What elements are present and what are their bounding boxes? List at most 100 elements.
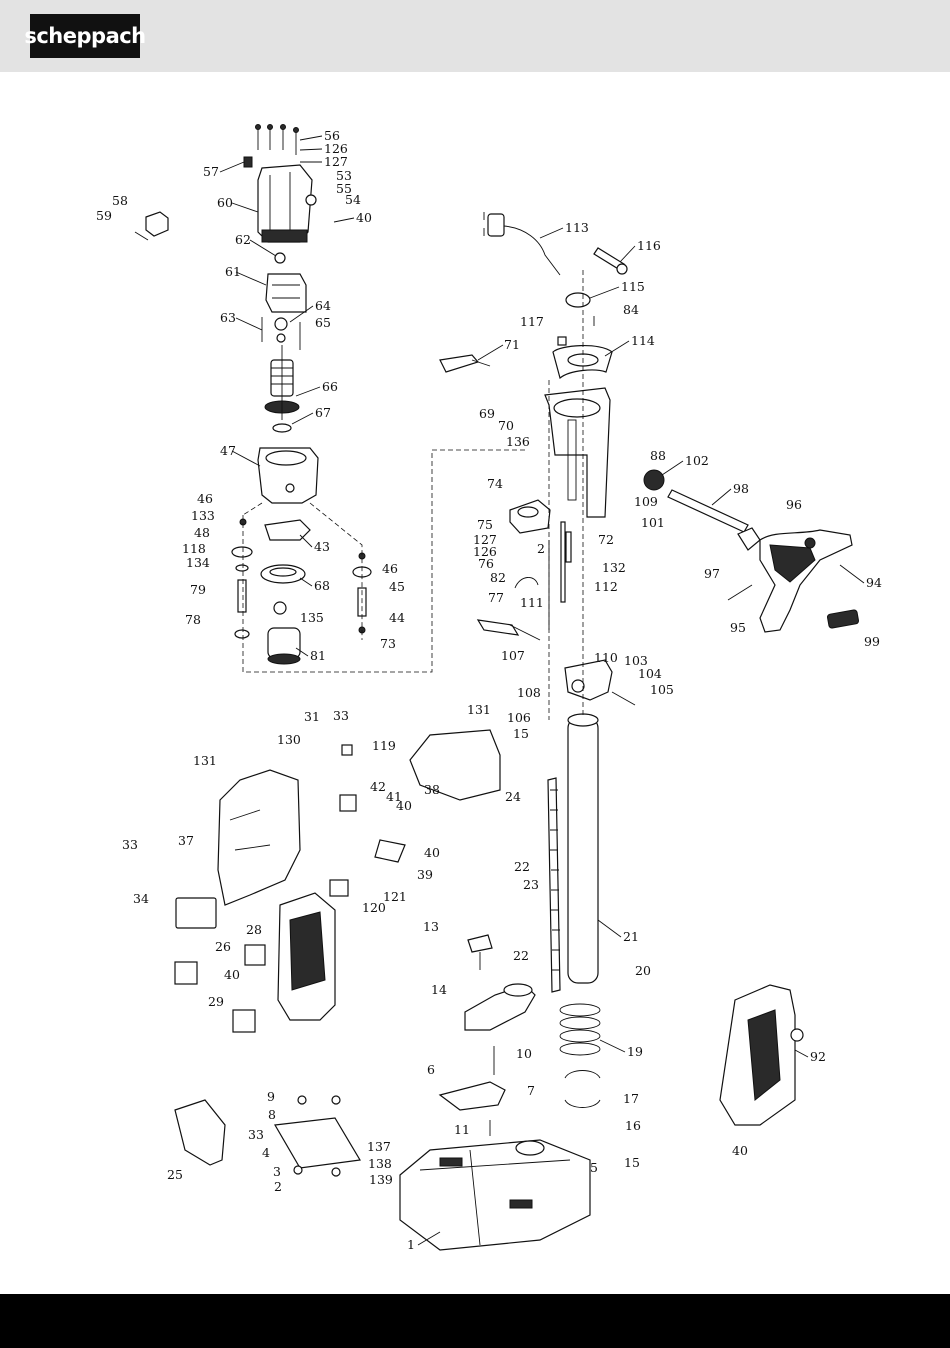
label-108: 108 [517,685,541,700]
label-39: 39 [417,867,433,882]
label-26: 26 [215,939,231,954]
label-135: 135 [300,610,324,625]
label-2: 2 [537,541,545,556]
label-38: 38 [424,782,440,797]
label-81: 81 [310,648,326,663]
label-5: 5 [590,1160,598,1175]
footer-bar [0,1294,950,1348]
label-67: 67 [315,405,331,420]
label-121: 121 [383,889,407,904]
callout-labels: 56 126 127 57 53 55 54 40 60 58 59 62 61… [96,128,882,1252]
label-33: 33 [333,708,349,723]
label-19: 19 [627,1044,643,1059]
label-59: 59 [96,208,112,223]
label-25: 25 [167,1167,183,1182]
label-102: 102 [685,453,709,468]
scheppach-logo: scheppach [24,14,146,58]
label-79: 79 [190,582,206,597]
label-2b: 2 [274,1179,282,1194]
label-71: 71 [504,337,520,352]
label-22: 22 [514,859,530,874]
label-15b: 15 [624,1155,640,1170]
label-44: 44 [389,610,405,625]
label-70: 70 [498,418,514,433]
label-113: 113 [565,220,589,235]
label-131: 131 [467,702,491,717]
label-117: 117 [520,314,544,329]
label-20: 20 [635,963,651,978]
label-37: 37 [178,833,194,848]
label-3: 3 [273,1164,281,1179]
label-48: 48 [194,525,210,540]
label-13: 13 [423,919,439,934]
label-78: 78 [185,612,201,627]
label-22b: 22 [513,948,529,963]
label-41: 41 [386,789,402,804]
label-134: 134 [186,555,210,570]
label-47: 47 [220,443,236,458]
label-16: 16 [625,1118,641,1133]
label-139: 139 [369,1172,393,1187]
label-11: 11 [454,1122,470,1137]
label-95: 95 [730,620,746,635]
label-94: 94 [866,575,882,590]
label-40d: 40 [224,967,240,982]
label-88: 88 [650,448,666,463]
header-bar: scheppach [0,0,950,72]
label-57: 57 [203,164,219,179]
label-53: 53 [336,168,352,183]
label-106: 106 [507,710,531,725]
label-23: 23 [523,877,539,892]
label-66: 66 [322,379,338,394]
motor-assembly [134,124,525,673]
label-68: 68 [314,578,330,593]
label-40e: 40 [732,1143,748,1158]
label-31: 31 [304,709,320,724]
label-120: 120 [362,900,386,915]
label-103: 103 [624,653,648,668]
label-96: 96 [786,497,802,512]
label-115: 115 [621,279,645,294]
label-64: 64 [315,298,331,313]
label-76: 76 [478,556,494,571]
label-34: 34 [133,891,149,906]
label-6: 6 [427,1062,435,1077]
label-9: 9 [267,1089,275,1104]
label-99: 99 [864,634,880,649]
label-130: 130 [277,732,301,747]
label-107: 107 [501,648,525,663]
label-127b: 127 [473,532,497,547]
label-45: 45 [389,579,405,594]
label-109: 109 [634,494,658,509]
label-29: 29 [208,994,224,1009]
label-65: 65 [315,315,331,330]
label-42: 42 [370,779,386,794]
label-8: 8 [268,1107,276,1122]
label-114: 114 [631,333,655,348]
label-75: 75 [477,517,493,532]
label-72: 72 [598,532,614,547]
label-110: 110 [594,650,618,665]
label-10: 10 [516,1046,532,1061]
label-46: 46 [197,491,213,506]
label-119: 119 [372,738,396,753]
label-7: 7 [527,1083,535,1098]
label-98: 98 [733,481,749,496]
label-15: 15 [513,726,529,741]
label-1: 1 [407,1237,415,1252]
label-101: 101 [641,515,665,530]
label-58: 58 [112,193,128,208]
label-46b: 46 [382,561,398,576]
label-54: 54 [345,192,361,207]
label-73: 73 [380,636,396,651]
label-104: 104 [638,666,662,681]
label-33b: 33 [122,837,138,852]
label-116: 116 [637,238,661,253]
label-132: 132 [602,560,626,575]
housing-assembly [174,729,501,1033]
label-61: 61 [225,264,241,279]
label-77: 77 [488,590,504,605]
label-21: 21 [623,929,639,944]
label-14: 14 [431,982,447,997]
label-63: 63 [220,310,236,325]
